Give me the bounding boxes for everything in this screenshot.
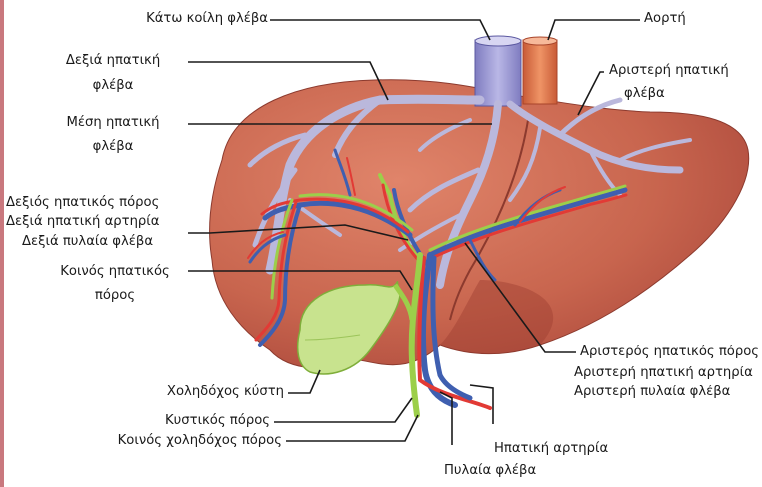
label-aorta: Αορτή — [644, 12, 686, 25]
label-left-hepatic-vein-line1: Αριστερή ηπατική — [609, 64, 729, 77]
label-common-hepatic-duct-line2: πόρος — [44, 289, 186, 302]
label-hepatic-artery: Ηπατική αρτηρία — [494, 442, 608, 455]
label-gallbladder: Χοληδόχος κύστη — [100, 385, 284, 398]
aorta — [523, 40, 557, 104]
label-middle-hepatic-vein-line1: Μέση ηπατική — [42, 116, 184, 129]
label-inferior-vena-cava: Κάτω κοίλη φλέβα — [40, 12, 268, 25]
label-left-portal-vein: Αριστερή πυλαία φλέβα — [574, 385, 760, 398]
label-common-hepatic-duct-line1: Κοινός ηπατικός — [44, 265, 186, 278]
label-left-hepatic-vein-line2: φλέβα — [624, 87, 665, 100]
label-right-portal-vein: Δεξιά πυλαία φλέβα — [22, 235, 153, 248]
label-left-hepatic-duct: Αριστερός ηπατικός πόρος — [580, 345, 760, 358]
label-right-hepatic-duct: Δεξιός ηπατικός πόρος — [6, 196, 159, 209]
label-right-hepatic-artery: Δεξιά ηπατική αρτηρία — [6, 215, 159, 228]
label-cystic-duct: Κυστικός πόρος — [80, 414, 270, 427]
label-middle-hepatic-vein-line2: φλέβα — [42, 140, 184, 153]
label-portal-vein: Πυλαία φλέβα — [444, 464, 536, 477]
label-right-hepatic-vein-line2: φλέβα — [42, 79, 184, 92]
label-left-hepatic-artery: Αριστερή ηπατική αρτηρία — [574, 366, 760, 379]
label-common-bile-duct: Κοινός χοληδόχος πόρος — [40, 434, 282, 447]
label-right-hepatic-vein-line1: Δεξιά ηπατική — [42, 54, 184, 67]
